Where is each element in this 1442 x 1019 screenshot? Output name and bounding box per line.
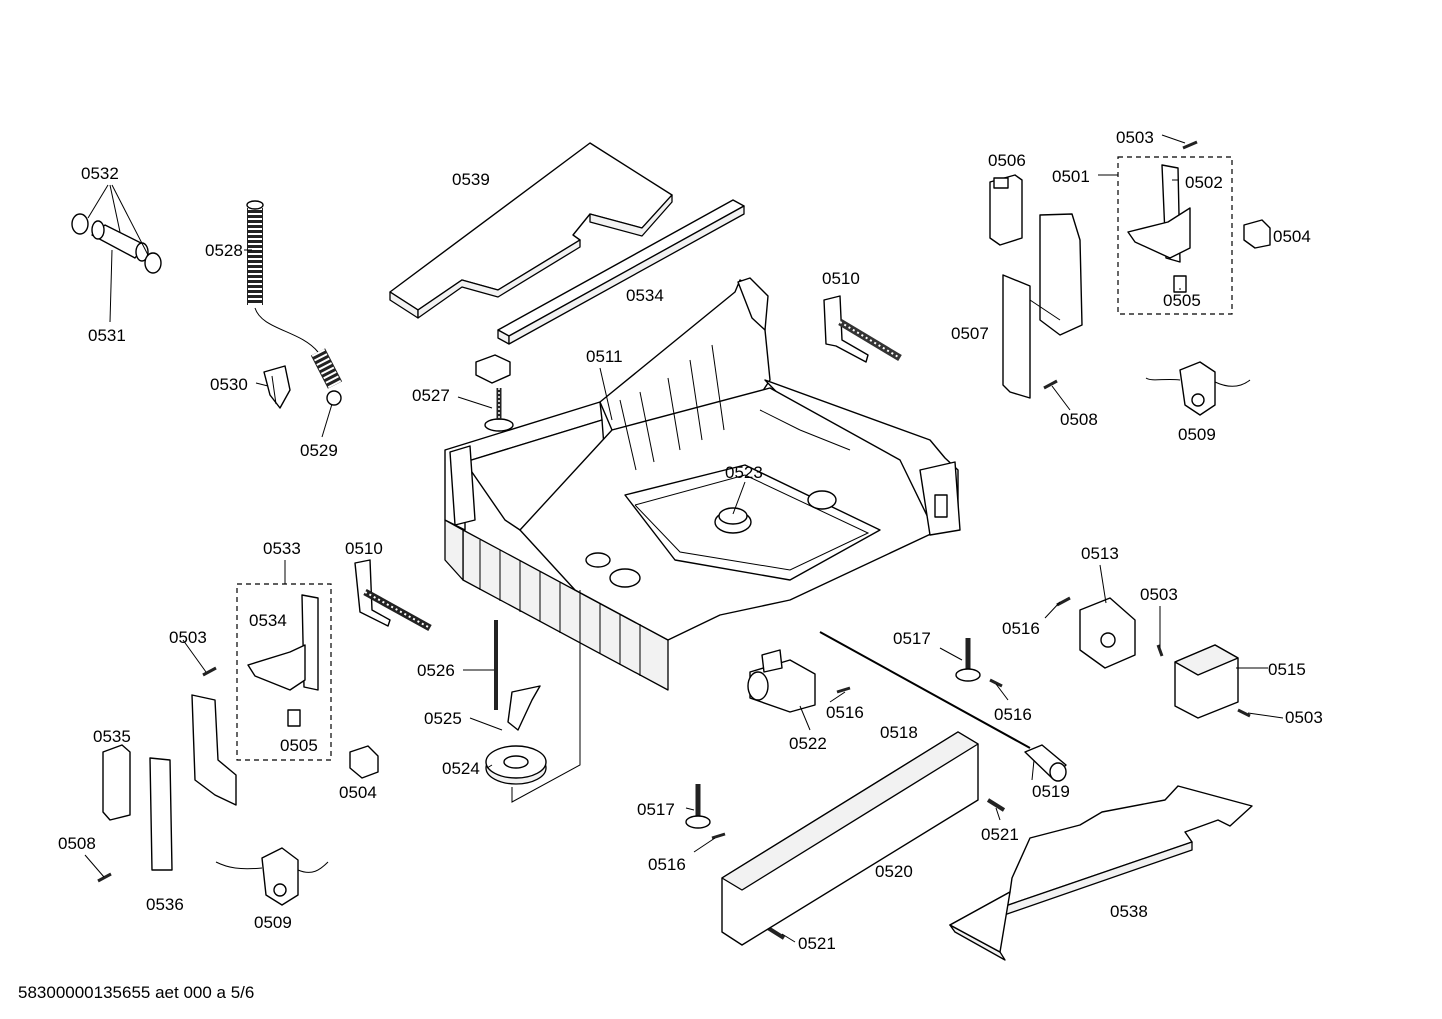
part-0509-motor-top [1145, 361, 1251, 416]
label-0509-b: 0509 [254, 913, 292, 932]
label-0503-b: 0503 [169, 628, 207, 647]
part-0520-plinth [721, 731, 979, 946]
label-0505-a: 0505 [1163, 291, 1201, 310]
label-0536: 0536 [146, 895, 184, 914]
label-0525: 0525 [424, 709, 462, 728]
part-0536-bracket [149, 694, 237, 871]
part-0506-cover [989, 174, 1023, 246]
part-0510-spring-bottom [354, 559, 432, 632]
label-0521-b: 0521 [798, 934, 836, 953]
label-0532: 0532 [81, 164, 119, 183]
part-0510-spring-top [823, 295, 902, 363]
label-0538: 0538 [1110, 902, 1148, 921]
part-0509-motor-bottom [215, 847, 329, 906]
label-0531: 0531 [88, 326, 126, 345]
part-0517-foot-bottom [685, 784, 711, 829]
label-0527: 0527 [412, 386, 450, 405]
label-0539: 0539 [452, 170, 490, 189]
label-0503-d: 0503 [1285, 708, 1323, 727]
part-0515-box [1174, 644, 1239, 719]
part-0530-holder [263, 365, 291, 409]
label-0518: 0518 [880, 723, 918, 742]
part-0504-clip-lower [349, 745, 379, 779]
part-0501-assembly [1117, 156, 1233, 315]
label-0519: 0519 [1032, 782, 1070, 801]
label-0535: 0535 [93, 727, 131, 746]
label-0503-a: 0503 [1116, 128, 1154, 147]
label-0520: 0520 [875, 862, 913, 881]
part-0527-foot [475, 354, 514, 432]
label-0529: 0529 [300, 441, 338, 460]
part-0511-base [444, 277, 961, 691]
label-0511: 0511 [586, 347, 623, 366]
label-0513: 0513 [1081, 544, 1119, 563]
label-0501: 0501 [1052, 167, 1090, 186]
label-0528: 0528 [205, 241, 243, 260]
label-0530: 0530 [210, 375, 248, 394]
label-0521-a: 0521 [981, 825, 1019, 844]
part-0522-valve [747, 649, 816, 713]
part-0535-cover [102, 744, 131, 821]
drawing-reference-footer: 58300000135655 aet 000 a 5/6 [18, 983, 254, 1002]
part-labels: 0532 0531 0528 0530 0529 0539 0534 0527 … [58, 128, 1323, 953]
label-0534-bottom: 0534 [249, 611, 287, 630]
part-0518-rod [819, 631, 1031, 749]
label-0510-top: 0510 [822, 269, 860, 288]
label-0509-a: 0509 [1178, 425, 1216, 444]
label-0516-a: 0516 [1002, 619, 1040, 638]
leader-lines [84, 134, 1284, 943]
label-0522: 0522 [789, 734, 827, 753]
part-0538-panel [949, 785, 1253, 961]
screws [97, 140, 1251, 940]
part-0524-float [485, 745, 547, 785]
label-0534-top: 0534 [626, 286, 664, 305]
label-0503-c: 0503 [1140, 585, 1178, 604]
label-0524: 0524 [442, 759, 480, 778]
label-0516-c: 0516 [826, 703, 864, 722]
part-0517-foot-top [955, 638, 981, 682]
label-0506: 0506 [988, 151, 1026, 170]
part-0533-assembly [236, 583, 332, 761]
label-0508-a: 0508 [1060, 410, 1098, 429]
label-0504-a: 0504 [1273, 227, 1311, 246]
part-0528-hose [246, 200, 343, 406]
label-0502: 0502 [1185, 173, 1223, 192]
label-0516-b: 0516 [994, 705, 1032, 724]
label-0508-b: 0508 [58, 834, 96, 853]
label-0517-b: 0517 [637, 800, 675, 819]
part-0513-box [1079, 597, 1136, 669]
label-0523: 0523 [725, 463, 763, 482]
part-0539-panel [389, 142, 673, 319]
label-0510-bottom: 0510 [345, 539, 383, 558]
part-0525-arm [507, 685, 541, 731]
part-0519-cap [1024, 744, 1067, 782]
part-0534-bar [497, 199, 745, 345]
label-0515: 0515 [1268, 660, 1306, 679]
part-0507-bracket [1002, 213, 1083, 399]
label-0517-a: 0517 [893, 629, 931, 648]
label-0526: 0526 [417, 661, 455, 680]
part-0531-tube [71, 213, 162, 274]
label-0505-b: 0505 [280, 736, 318, 755]
label-0507: 0507 [951, 324, 989, 343]
label-0504-b: 0504 [339, 783, 377, 802]
label-0516-d: 0516 [648, 855, 686, 874]
label-0533: 0533 [263, 539, 301, 558]
part-0504-clip [1243, 219, 1271, 249]
